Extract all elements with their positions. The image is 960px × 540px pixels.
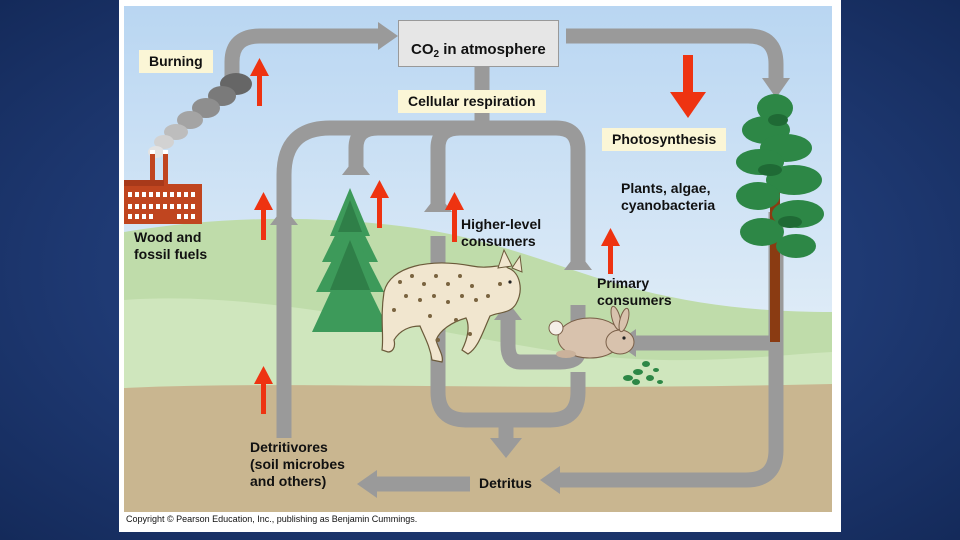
wood-fossil-label: Wood and fossil fuels bbox=[134, 229, 208, 262]
cycle-arrows bbox=[224, 28, 784, 492]
detritus-label: Detritus bbox=[479, 475, 532, 491]
soil bbox=[124, 384, 832, 512]
factory-icon bbox=[124, 150, 202, 224]
spruce-tree-icon bbox=[312, 188, 390, 332]
co2-prefix: CO bbox=[411, 41, 434, 58]
smoke-icon bbox=[148, 73, 252, 158]
co2-atmosphere-label: CO2 in atmosphere bbox=[398, 20, 559, 67]
photosynthesis-label: Photosynthesis bbox=[602, 128, 727, 151]
lynx-icon bbox=[381, 248, 523, 363]
co2-suffix: in atmosphere bbox=[439, 41, 546, 58]
copyright-text: Copyright © Pearson Education, Inc., pub… bbox=[126, 514, 418, 524]
cellular-respiration-label: Cellular respiration bbox=[398, 90, 546, 113]
higher-consumers-label: Higher-level consumers bbox=[461, 216, 542, 249]
pine-tree-icon bbox=[736, 94, 824, 342]
red-arrow-up-higher bbox=[445, 192, 464, 242]
red-arrow-up-detritivores bbox=[254, 366, 273, 414]
detritivores-label: Detritivores (soil microbes and others) bbox=[250, 439, 345, 489]
red-arrow-up-wood bbox=[254, 192, 273, 240]
red-arrow-down-photosynthesis bbox=[670, 55, 706, 118]
red-arrow-up-burning bbox=[250, 58, 269, 106]
plants-label: Plants, algae, cyanobacteria bbox=[621, 180, 716, 213]
red-arrows bbox=[250, 55, 706, 414]
red-arrow-up-primary bbox=[601, 228, 620, 274]
primary-consumers-label: Primary consumers bbox=[597, 275, 672, 308]
co2-subscript: 2 bbox=[433, 49, 440, 60]
red-arrow-up-plants bbox=[370, 180, 389, 228]
burning-label: Burning bbox=[139, 50, 213, 73]
plant-sprig-icon bbox=[623, 361, 663, 385]
rabbit-icon bbox=[548, 305, 635, 359]
